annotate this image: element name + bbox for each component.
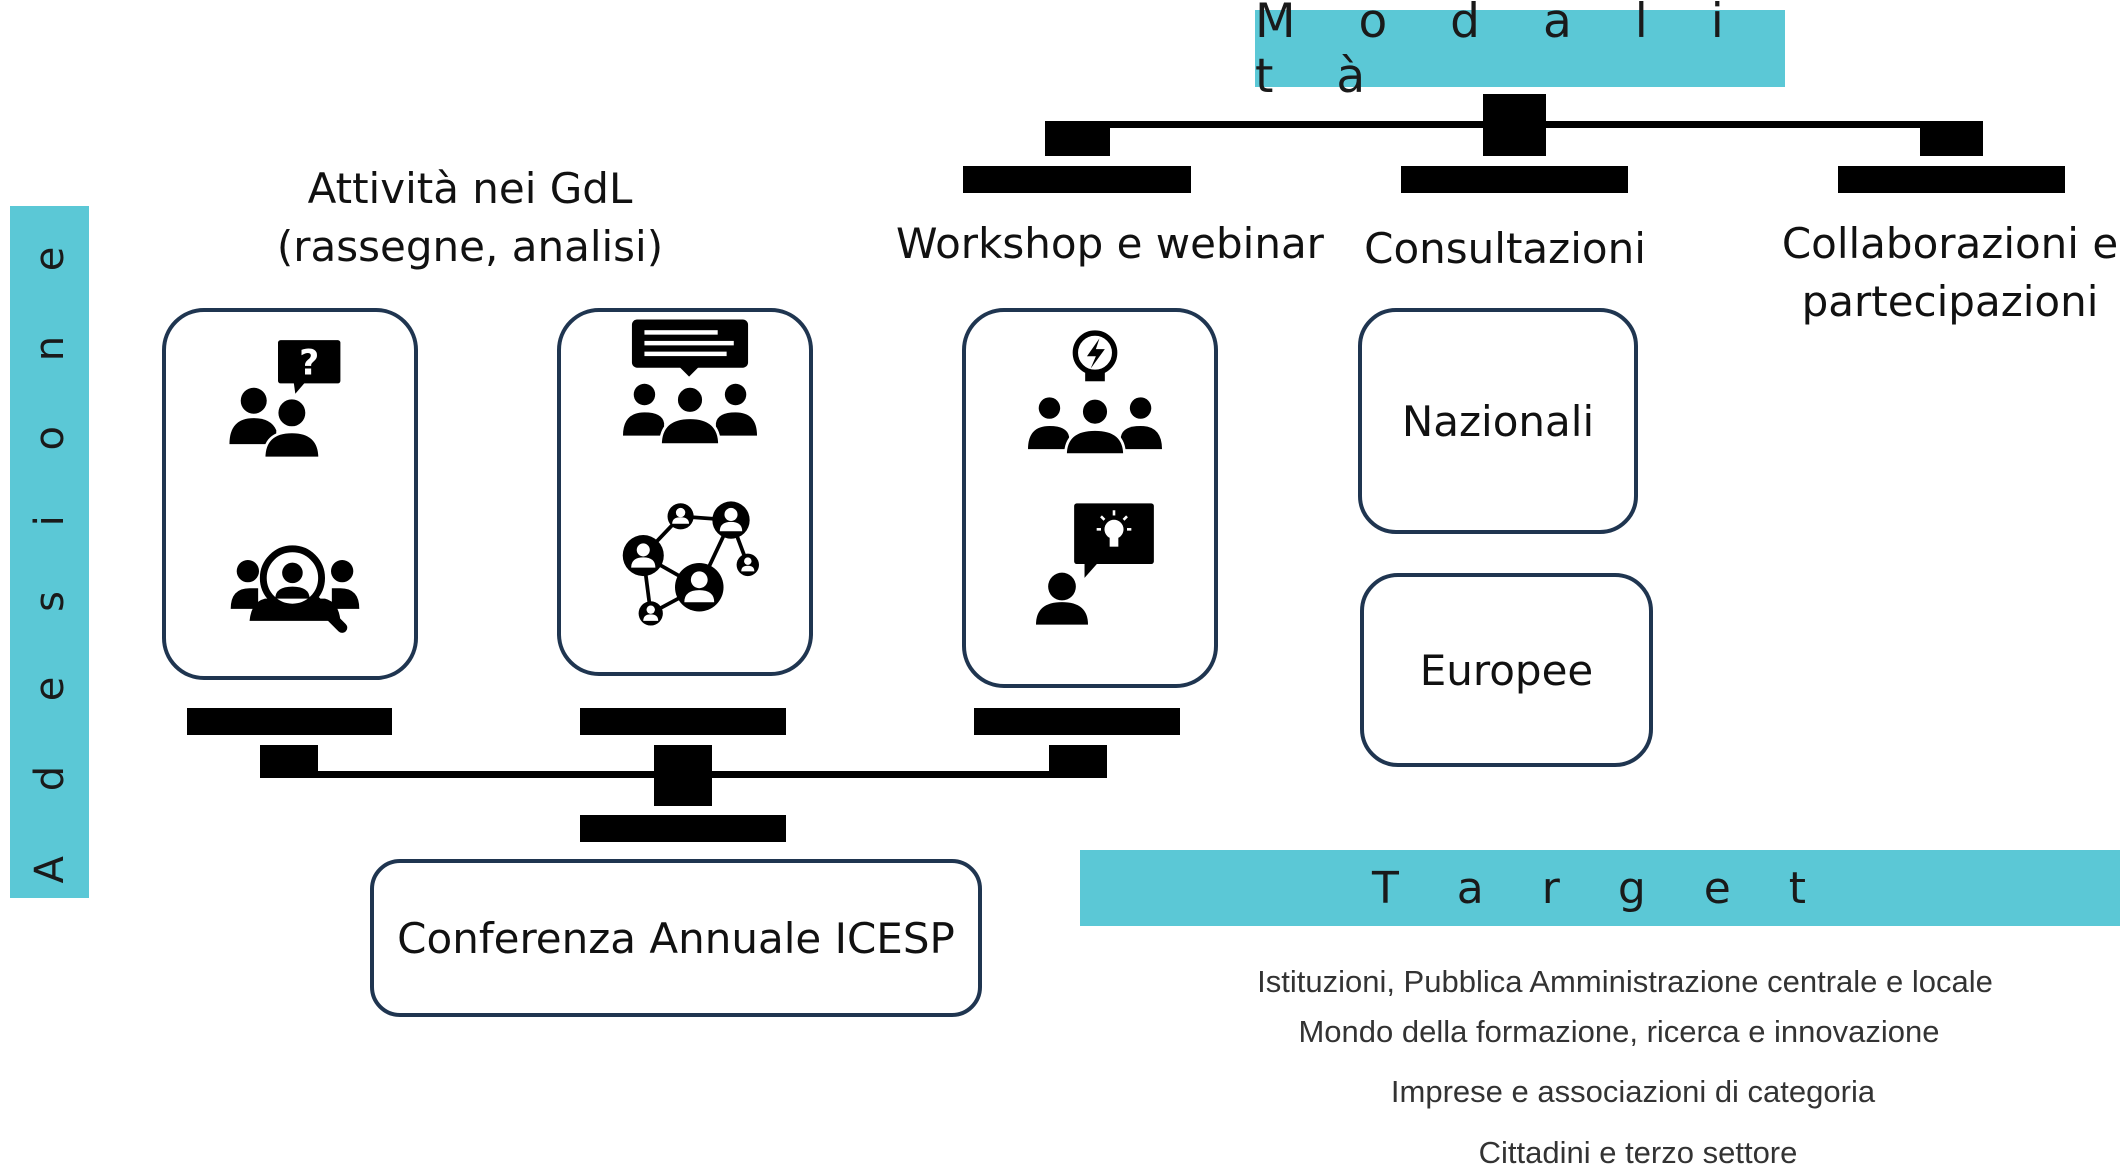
- conferenza-text: Conferenza Annuale ICESP: [397, 913, 955, 963]
- workshop-box: [962, 308, 1218, 688]
- bottom-plate-workshop: [974, 708, 1180, 735]
- target-banner: T a r g e t: [1080, 850, 2120, 926]
- top-stub-right: [1920, 121, 1983, 156]
- target-item-formazione: Mondo della formazione, ricerca e innova…: [1298, 1014, 1940, 1049]
- top-plate-consultazioni: [1401, 166, 1628, 193]
- nazionali-text: Nazionali: [1401, 396, 1595, 446]
- target-banner-text: T a r g e t: [1371, 862, 1829, 914]
- target-item-istituzioni: Istituzioni, Pubblica Amministrazione ce…: [1257, 964, 1993, 999]
- group-search-icon: [230, 545, 360, 633]
- adesione-banner: A d e s i o n e: [10, 206, 89, 898]
- discussion-box: [557, 308, 813, 676]
- conferenza-box: Conferenza Annuale ICESP: [370, 859, 982, 1017]
- target-item-cittadini: Cittadini e terzo settore: [1478, 1135, 1798, 1170]
- collaborazioni-label: Collaborazioni e partecipazioni: [1780, 215, 2120, 331]
- top-plate-workshop: [963, 166, 1191, 193]
- consultazioni-label: Consultazioni: [1364, 224, 1646, 273]
- gdl-label-line2: (rassegne, analisi): [276, 222, 664, 271]
- europee-box: Europee: [1360, 573, 1653, 767]
- svg-text:?: ?: [299, 344, 319, 384]
- gdl-label-line1: Attività nei GdL: [307, 164, 633, 213]
- top-stub-left: [1045, 121, 1110, 156]
- europee-text: Europee: [1419, 645, 1594, 695]
- group-question-icon: ?: [229, 340, 341, 460]
- modalita-banner-text: M o d a l i t à: [1255, 0, 1748, 104]
- bottom-hub: [654, 745, 712, 806]
- top-plate-collaborazioni: [1838, 166, 2065, 193]
- collaborazioni-label-line1: Collaborazioni e: [1781, 219, 2119, 268]
- workshop-label: Workshop e webinar: [896, 219, 1324, 268]
- network-people-icon: [622, 501, 759, 626]
- adesione-banner-text: A d e s i o n e: [26, 220, 73, 884]
- top-rail: [1045, 121, 1983, 128]
- modalita-banner: M o d a l i t à: [1255, 0, 1785, 104]
- group-idea-icon: [1028, 330, 1162, 456]
- target-item-imprese: Imprese e associazioni di categoria: [1390, 1074, 1876, 1109]
- group-discussion-icon: [623, 319, 757, 446]
- bottom-plate-conferenza: [580, 815, 786, 842]
- gdl-label: Attività nei GdL (rassegne, analisi): [260, 160, 680, 276]
- person-idea-icon: [1036, 503, 1154, 625]
- bottom-plate-discussion: [580, 708, 786, 735]
- collaborazioni-label-line2: partecipazioni: [1801, 277, 2099, 326]
- nazionali-box: Nazionali: [1358, 308, 1638, 534]
- gdl-box: ?: [162, 308, 418, 680]
- bottom-plate-gdl: [187, 708, 392, 735]
